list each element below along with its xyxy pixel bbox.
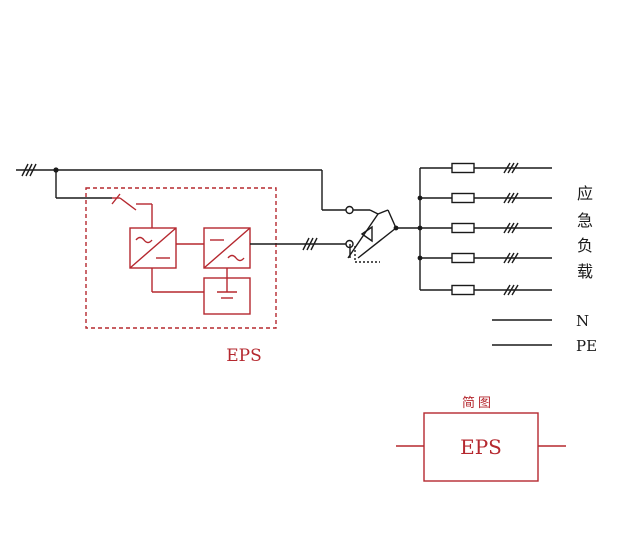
- eps-box: [423, 412, 539, 482]
- distribution-bus: [417, 168, 423, 290]
- incoming-line: [16, 163, 322, 199]
- inverter-icon: [203, 227, 251, 269]
- eps-input-switch: [111, 193, 153, 228]
- load-char-2: 急: [577, 211, 593, 230]
- transfer-switch: [321, 170, 420, 263]
- load-char-3: 负: [577, 236, 593, 255]
- feeder-4: [420, 252, 552, 264]
- fuse-icon: [451, 252, 475, 264]
- load-char-4: 载: [577, 262, 593, 281]
- eps-dashed-boundary: [85, 187, 277, 329]
- feeder-2: [420, 192, 552, 204]
- simple-diagram-title: 简图: [462, 395, 494, 411]
- feeder-1: [420, 162, 552, 174]
- fuse-icon: [451, 284, 475, 296]
- fuse-icon: [451, 222, 475, 234]
- eps-module: [85, 187, 277, 329]
- fuse-icon: [451, 162, 475, 174]
- eps-box-label: EPS: [460, 435, 502, 459]
- feeder-3: [420, 222, 552, 234]
- neutral-label: N: [576, 312, 589, 330]
- fuse-icon: [451, 192, 475, 204]
- eps-output-line: [250, 237, 346, 251]
- simplified-eps-diagram: 简图 EPS: [396, 395, 566, 482]
- battery-icon: [203, 268, 251, 315]
- load-char-1: 应: [577, 184, 593, 203]
- feeder-group: [420, 162, 552, 296]
- feeder-5: [420, 284, 552, 296]
- pe-label: PE: [576, 337, 597, 355]
- triangle-icon: [360, 225, 373, 243]
- rectifier-icon: [129, 227, 177, 269]
- eps-label: EPS: [226, 346, 262, 366]
